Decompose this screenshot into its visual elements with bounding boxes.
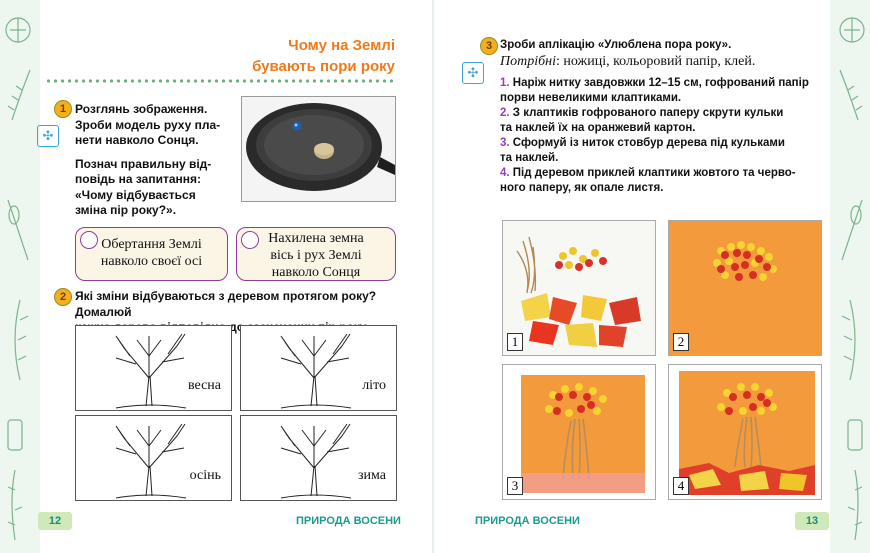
footer-section-title: ПРИРОДА ВОСЕНИ [296,515,401,527]
materials-needed: Потрібні: ножиці, кольоровий папір, клей… [500,54,840,69]
step-text: порви невеликими клаптиками. [500,92,682,104]
task-2-line: Які зміни відбуваються з деревом протяго… [75,289,377,319]
bare-tree-icon [280,423,352,499]
step-number: 1. [500,77,510,89]
page-number: 13 [795,512,829,530]
task-2-number: 2 [54,288,72,306]
botanical-decoration-icon [5,17,31,541]
tree-card-winter[interactable]: зима [240,415,397,501]
option-1-line: Обертання Землі [101,237,202,252]
photo-number: 3 [507,477,523,495]
craft-photo-1: 1 [502,220,656,356]
step-text: Наріж нитку завдовжки 12–15 см, гофрован… [509,77,809,89]
botanical-decoration-icon [839,17,865,541]
task-1-text: Розглянь зображення. Зроби модель руху п… [75,102,240,219]
step-item: 1. Наріж нитку завдовжки 12–15 см, гофро… [500,76,840,91]
page-title-line1: Чому на Землі [288,37,395,54]
step-item: 4. Під деревом приклей клаптики жовтого … [500,166,840,181]
page-title-line2: бувають пори року [252,58,395,75]
frying-pan-photo [241,96,396,202]
tree-card-autumn[interactable]: осінь [75,415,232,501]
step-text: ного паперу, як опале листя. [500,182,664,194]
task-1-line: Зроби модель руху пла- [75,117,221,132]
step-text: та наклей їх на оранжевий картон. [500,122,696,134]
task-1-line: нети навколо Сонця. [75,133,199,147]
tree-card-spring[interactable]: весна [75,325,232,411]
right-margin-decoration [830,0,870,553]
option-2-line: Нахилена земна [268,231,364,246]
season-label: весна [187,378,221,393]
materials-label: Потрібні [500,54,556,69]
answer-option-1[interactable]: Обертання Землі навколо своєї осі [75,227,228,281]
steps-list: 1. Наріж нитку завдовжки 12–15 см, гофро… [500,76,840,196]
step-number: 4. [500,167,510,179]
task-1-line: «Чому відбувається [75,187,196,202]
task-1-line: зміна пір року?». [75,203,177,217]
option-2-line: навколо Сонця [271,265,361,280]
craft-photo-2: 2 [668,220,822,356]
task-1-line: Розглянь зображення. [75,102,208,116]
task-1-line: Познач правильну від- [75,156,212,171]
step-number: 2. [500,107,510,119]
season-label: осінь [189,468,221,483]
bare-tree-icon [115,423,187,499]
season-label: зима [358,468,386,483]
tree-card-summer[interactable]: літо [240,325,397,411]
dotted-divider [45,78,395,84]
step-text: Під деревом приклей клаптики жовтого та … [509,167,796,179]
footer-section-title: ПРИРОДА ВОСЕНИ [475,515,580,527]
step-number: 3. [500,137,510,149]
option-1-line: навколо своєї осі [100,254,203,269]
materials-list: : ножиці, кольоровий папір, клей. [556,54,756,69]
task-3-number: 3 [480,37,498,55]
orange-card-image [669,221,821,355]
answer-checkbox[interactable] [241,231,259,249]
puzzle-icon: ✣ [37,125,59,147]
photo-number: 4 [673,477,689,495]
answer-option-2[interactable]: Нахилена земна вісь і рух Землі навколо … [236,227,396,281]
right-page: 3 ✣ Зроби аплікацію «Улюблена пора року»… [435,0,870,553]
bare-tree-icon [280,333,352,409]
left-margin-decoration [0,0,40,553]
step-text: З клаптиків гофрованого паперу скрути ку… [509,107,784,119]
materials-image [503,221,655,355]
step-text: та наклей. [500,152,559,164]
craft-photo-4: 4 [668,364,822,500]
bare-tree-icon [115,333,187,409]
option-2-line: вісь і рух Землі [270,248,362,263]
step-text: Сформуй із ниток стовбур дерева під куль… [509,137,785,149]
task-3-heading: Зроби аплікацію «Улюблена пора року». [500,39,732,51]
puzzle-icon: ✣ [462,62,484,84]
step-item: 3. Сформуй із ниток стовбур дерева під к… [500,136,840,151]
photo-number: 1 [507,333,523,351]
left-page: Чому на Землі бувають пори року 1 ✣ Розг… [0,0,435,553]
step-item: 2. З клаптиків гофрованого паперу скрути… [500,106,840,121]
finished-craft-image [669,365,821,499]
task-1-number: 1 [54,100,72,118]
task-1-line: повідь на запитання: [75,172,202,186]
pan-model-image [242,97,395,201]
answer-checkbox[interactable] [80,231,98,249]
photo-number: 2 [673,333,689,351]
page-number: 12 [38,512,72,530]
season-label: літо [362,378,386,393]
craft-photo-3: 3 [502,364,656,500]
tree-trunk-image [503,365,655,499]
